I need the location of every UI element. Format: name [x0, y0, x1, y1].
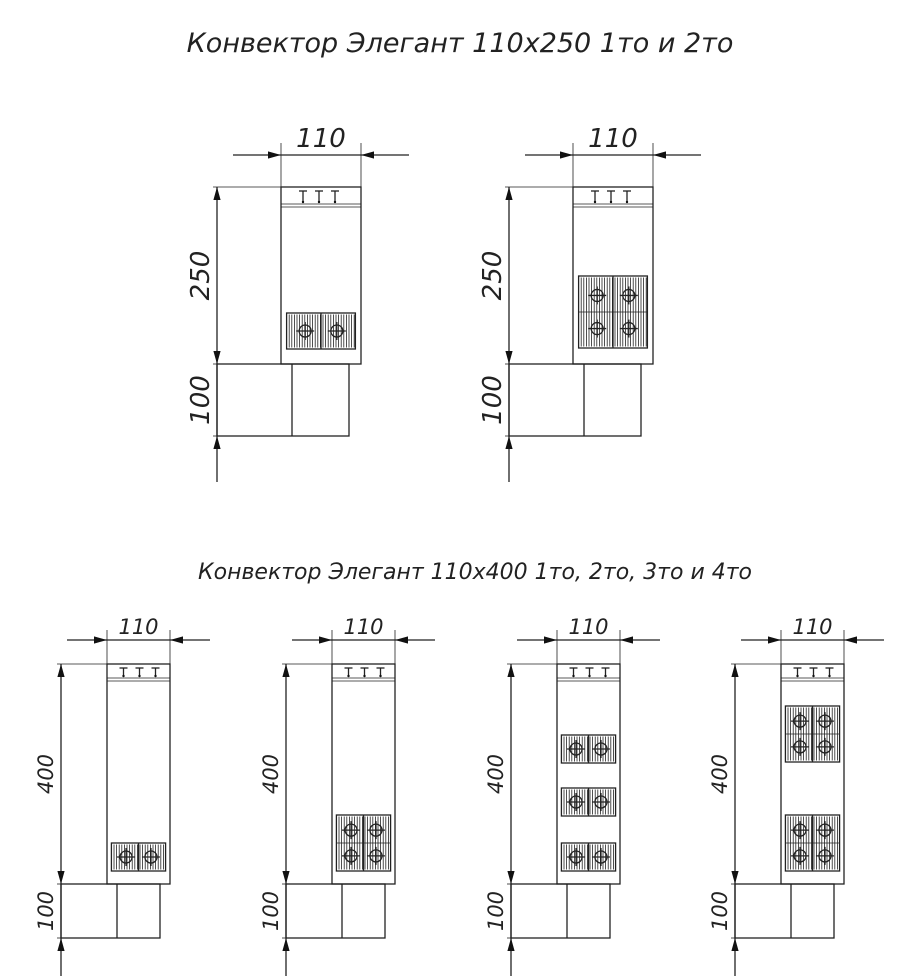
heat-exchanger: [285, 312, 357, 350]
heat-exchanger: [560, 842, 617, 872]
base-dimension-label: 100: [708, 891, 732, 931]
dimension-arrow: [505, 351, 513, 364]
width-dimension-label: 110: [118, 615, 158, 639]
dimension-arrow: [731, 664, 739, 677]
heat-exchanger: [784, 705, 841, 763]
base-block: [285, 883, 386, 939]
dimension-arrow: [213, 436, 221, 449]
dimension-arrow: [319, 636, 332, 644]
convector-drawing-1: 110 400 100: [34, 615, 210, 976]
width-dimension-label: 110: [568, 615, 608, 639]
dimension-arrow: [57, 938, 65, 951]
mounting-pin-icon: [607, 190, 615, 204]
dimension-arrow: [361, 151, 374, 159]
dimension-arrow: [94, 636, 107, 644]
dimension-arrow: [282, 664, 290, 677]
dimension-arrow: [844, 636, 857, 644]
dimension-arrow: [57, 871, 65, 884]
base-dimension-label: 100: [484, 891, 508, 931]
dimension-arrow: [57, 664, 65, 677]
mounting-pin-icon: [315, 190, 323, 204]
mounting-pin-icon: [331, 190, 339, 204]
mounting-pin-icon: [376, 667, 385, 678]
base-dimension-label: 100: [186, 375, 216, 425]
mounting-pin-icon: [299, 190, 307, 204]
dimension-arrow: [507, 938, 515, 951]
drawings-layer: 110 250 100 110 250 100 110 400 100 110 400 100 110 4…: [34, 124, 884, 976]
heat-exchanger: [784, 814, 841, 872]
dimension-arrow: [268, 151, 281, 159]
dimension-arrow: [560, 151, 573, 159]
heat-exchanger: [335, 814, 392, 872]
dimension-arrow: [505, 187, 513, 200]
heat-exchanger: [110, 842, 167, 872]
convector-drawing-2: 110 400 100: [259, 615, 435, 976]
base-dimension-label: 100: [34, 891, 58, 931]
base-block: [510, 883, 611, 939]
mounting-pin-icon: [569, 667, 578, 678]
base-dimension-label: 100: [478, 375, 508, 425]
height-dimension-label: 250: [478, 251, 508, 301]
mounting-pin-icon: [601, 667, 610, 678]
dimension-arrow: [213, 187, 221, 200]
mounting-pin-icon: [809, 667, 818, 678]
dimension-arrow: [768, 636, 781, 644]
base-block: [216, 363, 350, 437]
height-dimension-label: 400: [34, 754, 58, 794]
dimension-arrow: [653, 151, 666, 159]
dimension-arrow: [731, 871, 739, 884]
convector-drawing-4: 110 400 100: [708, 615, 884, 976]
dimension-arrow: [505, 436, 513, 449]
mounting-pin-icon: [623, 190, 631, 204]
dimension-arrow: [507, 871, 515, 884]
convector-drawing-2: 110 250 100: [478, 124, 701, 482]
width-dimension-label: 110: [296, 124, 346, 154]
dimension-arrow: [620, 636, 633, 644]
dimension-arrow: [507, 664, 515, 677]
title-top: Конвектор Элегант 110х250 1то и 2то: [187, 28, 734, 59]
title-bottom: Конвектор Элегант 110х400 1то, 2то, 3то …: [198, 560, 752, 585]
dimension-arrow: [282, 938, 290, 951]
mounting-pin-icon: [151, 667, 160, 678]
mounting-pin-icon: [585, 667, 594, 678]
mounting-pin-icon: [825, 667, 834, 678]
dimension-arrow: [395, 636, 408, 644]
dimension-arrow: [282, 871, 290, 884]
height-dimension-label: 400: [708, 754, 732, 794]
width-dimension-label: 110: [588, 124, 638, 154]
convector-drawing-1: 110 250 100: [186, 124, 409, 482]
convector-drawing-3: 110 400 100: [484, 615, 660, 976]
dimension-arrow: [731, 938, 739, 951]
mounting-pin-icon: [591, 190, 599, 204]
heat-exchanger: [560, 787, 617, 817]
dimension-arrow: [170, 636, 183, 644]
height-dimension-label: 250: [186, 251, 216, 301]
heat-exchanger: [560, 734, 617, 764]
base-block: [734, 883, 835, 939]
width-dimension-label: 110: [792, 615, 832, 639]
dimension-arrow: [213, 351, 221, 364]
height-dimension-label: 400: [484, 754, 508, 794]
base-block: [60, 883, 161, 939]
mounting-pin-icon: [360, 667, 369, 678]
mounting-pin-icon: [344, 667, 353, 678]
heat-exchanger: [577, 275, 649, 349]
width-dimension-label: 110: [343, 615, 383, 639]
mounting-pin-icon: [135, 667, 144, 678]
base-block: [508, 363, 642, 437]
mounting-pin-icon: [119, 667, 128, 678]
dimension-arrow: [544, 636, 557, 644]
height-dimension-label: 400: [259, 754, 283, 794]
base-dimension-label: 100: [259, 891, 283, 931]
mounting-pin-icon: [793, 667, 802, 678]
